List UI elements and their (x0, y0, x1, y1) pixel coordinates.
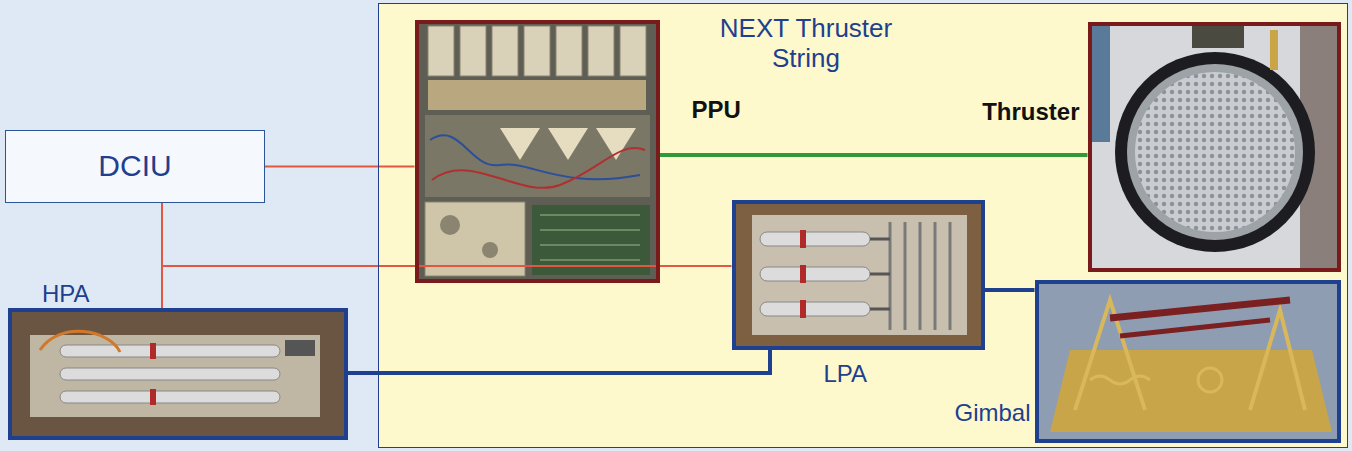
ppu-photo (596, 128, 636, 160)
ppu-photo (440, 215, 460, 235)
ppu-photo (428, 80, 646, 110)
thruster-string-panel: NEXT Thruster StringPPUThrusterLPAGimbal (378, 3, 1348, 448)
hpa-photo (30, 335, 320, 417)
lpa-photo (890, 222, 950, 330)
thruster-photo (1088, 22, 1341, 272)
hpa-photo (40, 331, 120, 352)
lpa-photo-box: LPA (732, 200, 985, 350)
feed-line (985, 288, 1035, 292)
ppu-photo (432, 148, 645, 188)
lpa-photo (800, 300, 806, 318)
gimbal-photo-box: Gimbal (1035, 280, 1341, 443)
ppu-photo (540, 215, 640, 260)
node-label: Thruster (982, 98, 1079, 126)
node-label: DCIU (98, 149, 171, 184)
ppu-photo (524, 26, 550, 76)
ppu-photo-box: PPU (415, 20, 660, 283)
node-label: PPU (692, 96, 741, 124)
feed-line (348, 350, 770, 374)
gimbal-photo (1050, 350, 1332, 432)
lpa-photo (800, 265, 806, 283)
hpa-photo-box: HPA (8, 308, 348, 440)
ppu-photo (588, 26, 614, 76)
lpa-photo (752, 215, 967, 335)
ppu-photo (425, 115, 650, 197)
ppu-photo (428, 26, 454, 76)
ppu-photo (415, 20, 660, 283)
ppu-photo (460, 26, 486, 76)
node-label: Gimbal (954, 399, 1030, 427)
node-label: NEXT Thruster String (696, 14, 916, 74)
command-line (162, 203, 732, 266)
hpa-photo (150, 389, 156, 405)
ppu-photo (548, 128, 588, 160)
command-line (265, 166, 415, 168)
gimbal-photo (1090, 376, 1150, 384)
gimbal-photo (1110, 300, 1290, 318)
gimbal-photo (1120, 320, 1270, 336)
panel-ground (378, 3, 1348, 448)
ppu-photo (556, 26, 582, 76)
ppu-photo (415, 20, 660, 283)
control-unit-box: DCIU (5, 130, 265, 203)
gimbal-photo (1250, 310, 1305, 410)
thruster-photo (1192, 26, 1244, 48)
ppu-photo (500, 128, 540, 160)
lpa-photo (760, 232, 870, 246)
lpa-photo (760, 267, 870, 281)
hpa-photo (8, 308, 348, 440)
hpa-photo (60, 391, 280, 403)
lpa-photo (870, 239, 890, 309)
thruster-photo (1270, 30, 1278, 70)
lpa-photo (732, 200, 985, 350)
hpa-photo (8, 308, 348, 440)
hpa-photo (60, 345, 280, 357)
ppu-photo (425, 202, 525, 276)
gimbal-photo (1198, 368, 1222, 392)
thruster-photo (1115, 52, 1315, 252)
node-label: HPA (42, 280, 90, 308)
panel-ground (378, 3, 1348, 448)
thruster-photo (1127, 64, 1303, 240)
hpa-photo (60, 368, 280, 380)
hpa-photo (285, 340, 315, 356)
lpa-photo (760, 302, 870, 316)
ppu-photo (492, 26, 518, 76)
power-line (660, 153, 1088, 157)
lpa-photo (732, 200, 985, 350)
ppu-photo (620, 26, 646, 76)
gimbal-photo (1035, 280, 1341, 443)
ppu-photo (482, 242, 498, 258)
thruster-photo-box: Thruster (1088, 22, 1341, 272)
gimbal-photo (1035, 280, 1341, 443)
ppu-photo (532, 205, 650, 275)
node-label: LPA (824, 360, 868, 388)
lpa-photo (800, 230, 806, 248)
thruster-photo (1088, 22, 1341, 272)
hpa-photo (150, 343, 156, 359)
thruster-photo (1135, 72, 1295, 232)
